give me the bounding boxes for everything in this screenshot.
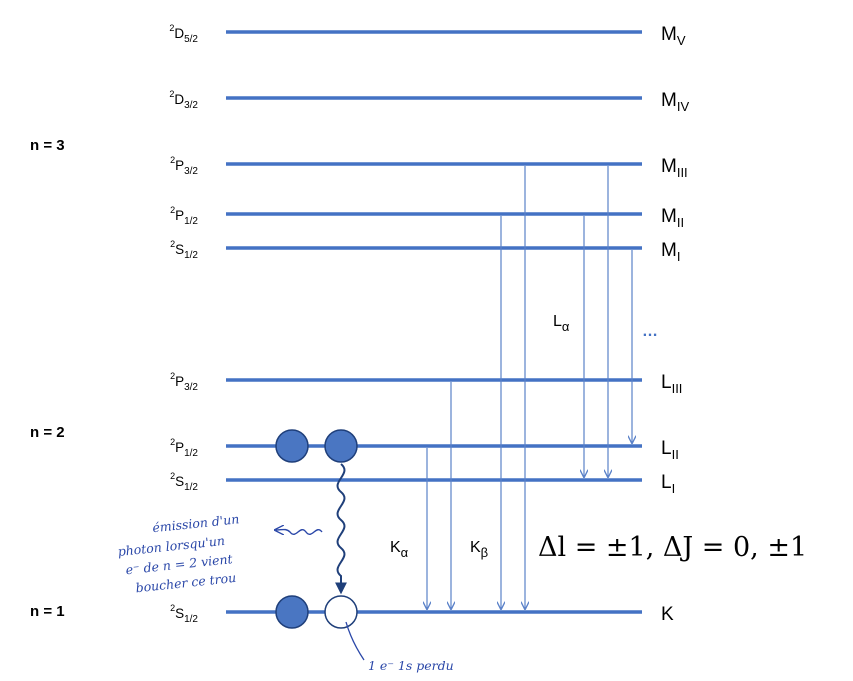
k-alpha-label: Kα bbox=[390, 539, 409, 560]
edge-label-li: LI bbox=[661, 472, 675, 496]
term-symbol-li: 2S1/2 bbox=[170, 471, 198, 493]
edge-label-liii: LIII bbox=[661, 372, 682, 396]
photon-emission-note: émission d'un photon lorsqu'un e⁻ de n =… bbox=[117, 511, 240, 595]
shell-label-n1: n = 1 bbox=[30, 603, 65, 620]
electron-1s bbox=[275, 595, 309, 629]
term-symbol-mii: 2P1/2 bbox=[170, 205, 198, 227]
electron-drop-wavy-arrow bbox=[335, 463, 347, 595]
l-alpha-label: Lα bbox=[553, 313, 570, 334]
hole-pointer-line bbox=[345, 621, 365, 661]
edge-label-miv: MIV bbox=[661, 90, 689, 114]
term-symbol-miii: 2P3/2 bbox=[170, 155, 198, 177]
more-transitions-ellipsis: … bbox=[642, 323, 658, 340]
energy-levels: 2D5/2 MV 2D3/2 MIV 2P3/2 MIII 2P1/2 MII 2S1/2 MI 2… bbox=[169, 23, 689, 625]
k-beta-label: Kβ bbox=[470, 539, 488, 560]
transition-arrows bbox=[427, 166, 632, 609]
term-symbol-liii: 2P3/2 bbox=[170, 371, 198, 393]
edge-label-lii: LII bbox=[661, 438, 679, 462]
edge-label-miii: MIII bbox=[661, 156, 688, 180]
term-symbol-lii: 2P1/2 bbox=[170, 437, 198, 459]
electron-2p-right bbox=[324, 429, 358, 463]
hole-note: 1 e⁻ 1s perdu bbox=[368, 658, 454, 673]
shell-label-n3: n = 3 bbox=[30, 137, 65, 154]
shell-label-n2: n = 2 bbox=[30, 424, 65, 441]
electron-hole-1s bbox=[324, 595, 358, 629]
selection-rule: Δl = ±1, ΔJ = 0, ±1 bbox=[538, 532, 807, 563]
term-symbol-mv: 2D5/2 bbox=[169, 23, 198, 45]
term-symbol-k: 2S1/2 bbox=[170, 603, 198, 625]
photon-squiggle-arrow bbox=[276, 530, 323, 535]
edge-label-mii: MII bbox=[661, 206, 684, 230]
term-symbol-miv: 2D3/2 bbox=[169, 89, 198, 111]
term-symbol-mi: 2S1/2 bbox=[170, 239, 198, 261]
edge-label-mv: MV bbox=[661, 24, 686, 48]
edge-label-mi: MI bbox=[661, 240, 680, 264]
edge-label-k: K bbox=[661, 604, 674, 625]
photon-note-line-1: émission d'un bbox=[152, 511, 240, 535]
electron-2p-left bbox=[275, 429, 309, 463]
